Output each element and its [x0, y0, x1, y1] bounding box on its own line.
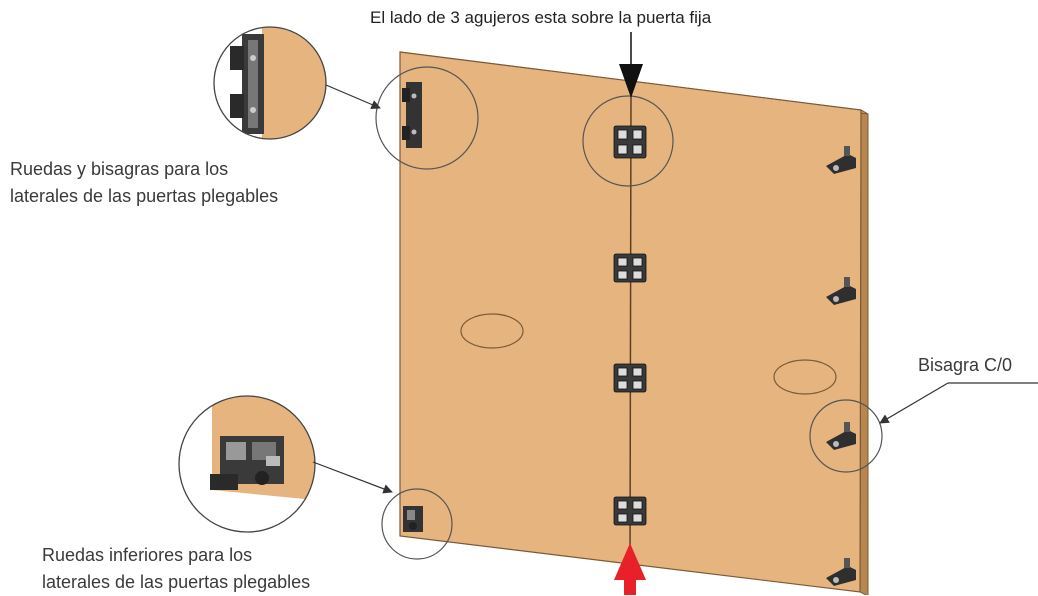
bottom-left-label: Ruedas inferiores para los laterales de …: [42, 542, 310, 596]
center-hinges: [613, 125, 647, 526]
top-note-label: El lado de 3 agujeros esta sobre la puer…: [370, 8, 712, 27]
handle-left: [460, 313, 524, 349]
red-arrow-icon: [614, 543, 646, 595]
circle-right: [809, 399, 883, 473]
down-arrow-icon: [619, 32, 643, 98]
right-hinges: [826, 146, 856, 586]
hinge-icon: [826, 277, 856, 305]
handle-right: [773, 359, 837, 395]
highlight-circles: [375, 66, 883, 560]
top-left-label-line2: laterales de las puertas plegables: [10, 186, 279, 206]
right-note-label: Bisagra C/0: [918, 355, 1013, 375]
hinge-icon: [613, 496, 647, 526]
hinge-icon: [826, 146, 856, 174]
hinge-icon: [826, 558, 856, 586]
circle-top-left: [375, 66, 479, 170]
hinge-icon: [613, 363, 647, 393]
callout-line-top-left: [325, 84, 381, 110]
callout-lines: [312, 84, 1038, 494]
callout-line-bottom-left: [312, 461, 393, 494]
hinge-icon: [613, 253, 647, 283]
hinge-icon: [613, 125, 647, 159]
callout-line-right: [879, 382, 949, 424]
hinge-icon: [826, 422, 856, 450]
bottom-left-label-line2: laterales de las puertas plegables: [42, 572, 311, 592]
zoom-inset-bottom: [178, 395, 316, 533]
bottom-left-label-line1: Ruedas inferiores para los: [42, 545, 253, 565]
circle-center-top: [582, 95, 674, 187]
zoom-inset-top: [213, 26, 327, 140]
center-seam: [629, 91, 632, 565]
top-left-label-line1: Ruedas y bisagras para los: [10, 159, 229, 179]
folding-hinge-icon: [402, 82, 422, 148]
bottom-wheel-icon: [403, 506, 423, 532]
top-left-label: Ruedas y bisagras para los laterales de …: [10, 156, 278, 210]
circle-bottom-left: [381, 488, 453, 560]
